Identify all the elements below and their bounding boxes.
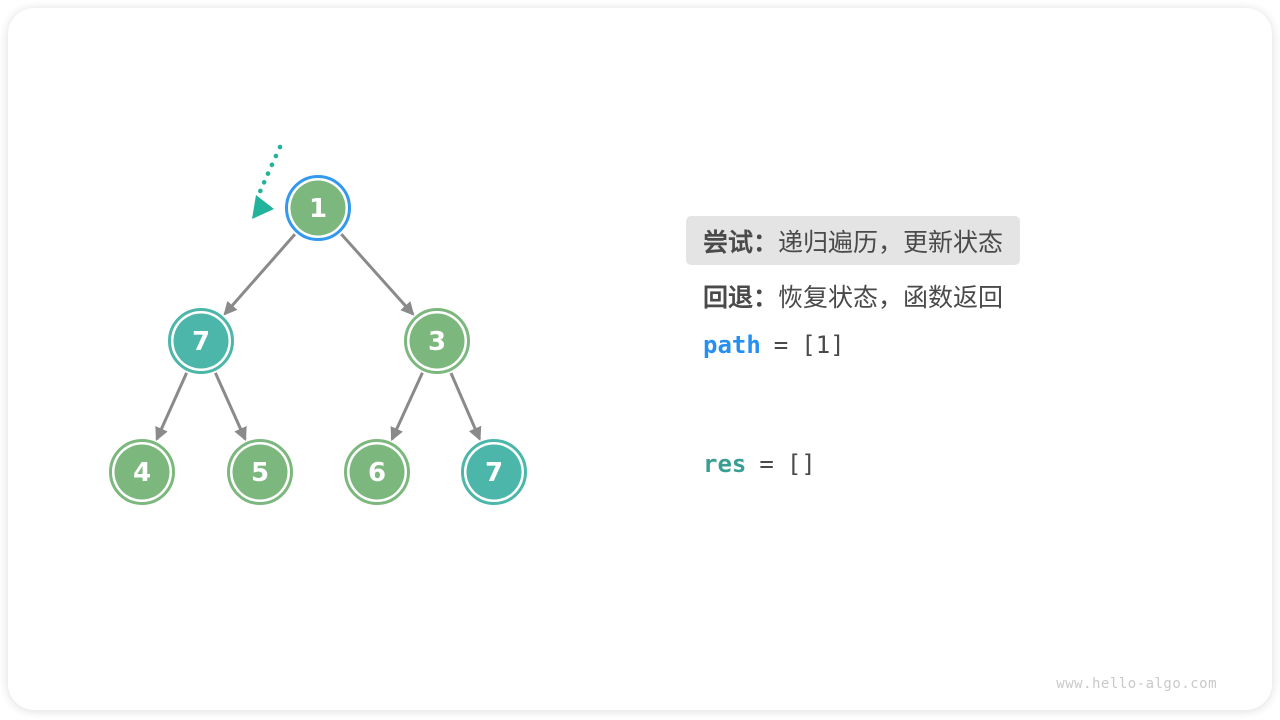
back-annotation: 回退：恢复状态，函数返回	[703, 278, 1003, 314]
try-text: 递归遍历，更新状态	[778, 228, 1004, 257]
node-outer-ring	[168, 308, 234, 374]
path-variable-line: path = [1]	[703, 331, 845, 359]
node-outer-ring	[404, 308, 470, 374]
tree-node-n1-current: 1	[285, 175, 351, 241]
tree-edges	[155, 233, 482, 442]
node-value-label: 3	[428, 327, 446, 357]
node-fill-circle	[349, 444, 405, 500]
node-outer-ring	[109, 439, 175, 505]
path-variable-name: path	[703, 331, 761, 359]
tree-node-n3: 3	[404, 308, 470, 374]
node-fill-circle	[409, 313, 465, 369]
tree-edge-n7l-n4	[155, 372, 188, 442]
tree-node-n7l: 7	[168, 308, 234, 374]
node-value-label: 4	[133, 458, 151, 488]
tree-node-n7r: 7	[461, 439, 527, 505]
back-label: 回退：	[703, 284, 779, 312]
res-variable-line: res = []	[703, 450, 816, 478]
res-equals-sign: =	[759, 450, 774, 478]
tree-edge-n1-n7l	[223, 233, 297, 316]
node-outer-ring	[344, 439, 410, 505]
current-node-pointer-arrowhead	[252, 195, 274, 219]
node-value-label: 6	[368, 458, 386, 488]
tree-edge-n3-n7r	[449, 372, 482, 441]
tree-edge-n7l-n5	[214, 372, 247, 442]
try-annotation: 尝试：递归遍历，更新状态	[686, 216, 1021, 265]
res-value: []	[786, 450, 816, 478]
tree-edge-n1-n3	[340, 233, 415, 316]
node-fill-circle	[232, 444, 288, 500]
watermark: www.hello-algo.com	[1056, 676, 1217, 692]
node-fill-circle	[114, 444, 170, 500]
try-label: 尝试：	[703, 228, 779, 257]
node-fill-circle	[466, 444, 522, 500]
node-value-label: 7	[485, 458, 503, 488]
tree-nodes: 1 7 3 4 5 6 7	[109, 175, 527, 505]
node-outer-ring	[227, 439, 293, 505]
node-value-label: 7	[192, 327, 210, 357]
tree-node-n6: 6	[344, 439, 410, 505]
node-value-label: 1	[309, 194, 327, 224]
tree-edge-n3-n6	[390, 372, 424, 442]
node-outer-ring	[285, 175, 351, 241]
res-variable-name: res	[703, 450, 747, 478]
node-fill-circle	[173, 313, 229, 369]
back-text: 恢复状态，函数返回	[778, 284, 1004, 312]
node-fill-circle	[290, 180, 346, 236]
path-equals-sign: =	[773, 331, 789, 359]
current-node-pointer-dots	[256, 144, 283, 197]
tree-node-n4: 4	[109, 439, 175, 505]
node-value-label: 5	[251, 458, 269, 488]
path-value: [1]	[801, 331, 845, 359]
node-outer-ring	[461, 439, 527, 505]
tree-node-n5: 5	[227, 439, 293, 505]
